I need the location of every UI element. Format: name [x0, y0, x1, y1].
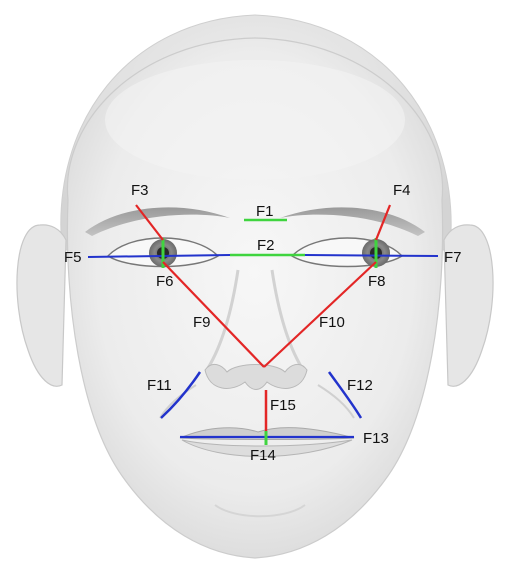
label-f13: F13 [363, 430, 389, 447]
label-f1: F1 [256, 203, 274, 220]
label-f12: F12 [347, 377, 373, 394]
left-ear [17, 225, 66, 386]
label-f3: F3 [131, 182, 149, 199]
label-f15: F15 [270, 397, 296, 414]
label-f2: F2 [257, 237, 275, 254]
label-f8: F8 [368, 273, 386, 290]
label-f14: F14 [250, 447, 276, 464]
label-f10: F10 [319, 314, 345, 331]
f7-line [305, 255, 438, 256]
nose-base [205, 364, 307, 389]
label-f7: F7 [444, 249, 462, 266]
forehead-shading [105, 60, 405, 180]
label-f5: F5 [64, 249, 82, 266]
label-f9: F9 [193, 314, 211, 331]
label-f11: F11 [147, 377, 172, 394]
label-f6: F6 [156, 273, 174, 290]
label-f4: F4 [393, 182, 411, 199]
